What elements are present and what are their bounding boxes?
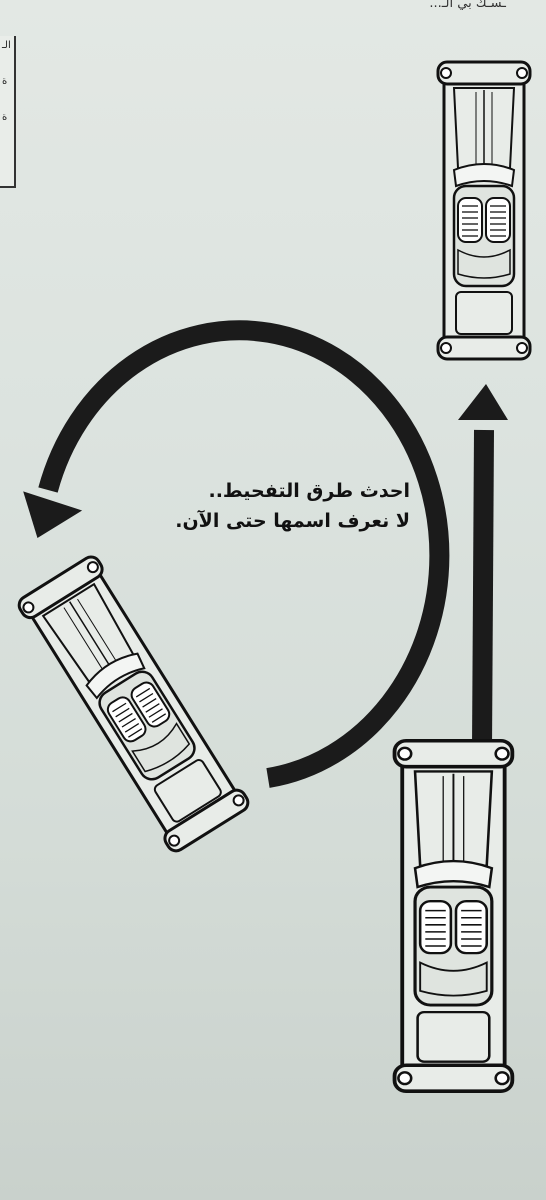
car-top-view-icon	[436, 60, 532, 361]
illustration-caption: احدث طرق التفحيط.. لا نعرف اسمها حتى الآ…	[140, 476, 410, 536]
side-box-char: الـ	[2, 40, 11, 51]
page-header-fragment: ـسـك بي الـ...	[429, 0, 506, 11]
car-top-view-icon	[14, 552, 253, 856]
caption-line: احدث طرق التفحيط..	[208, 480, 410, 502]
side-box-char: ة	[2, 112, 8, 123]
side-text-box: الـ ة ة	[0, 36, 16, 188]
car-top-view-icon	[392, 738, 515, 1094]
side-box-char: ة	[2, 76, 8, 87]
curved-arrow-icon	[23, 320, 508, 788]
caption-line: لا نعرف اسمها حتى الآن.	[175, 510, 410, 532]
